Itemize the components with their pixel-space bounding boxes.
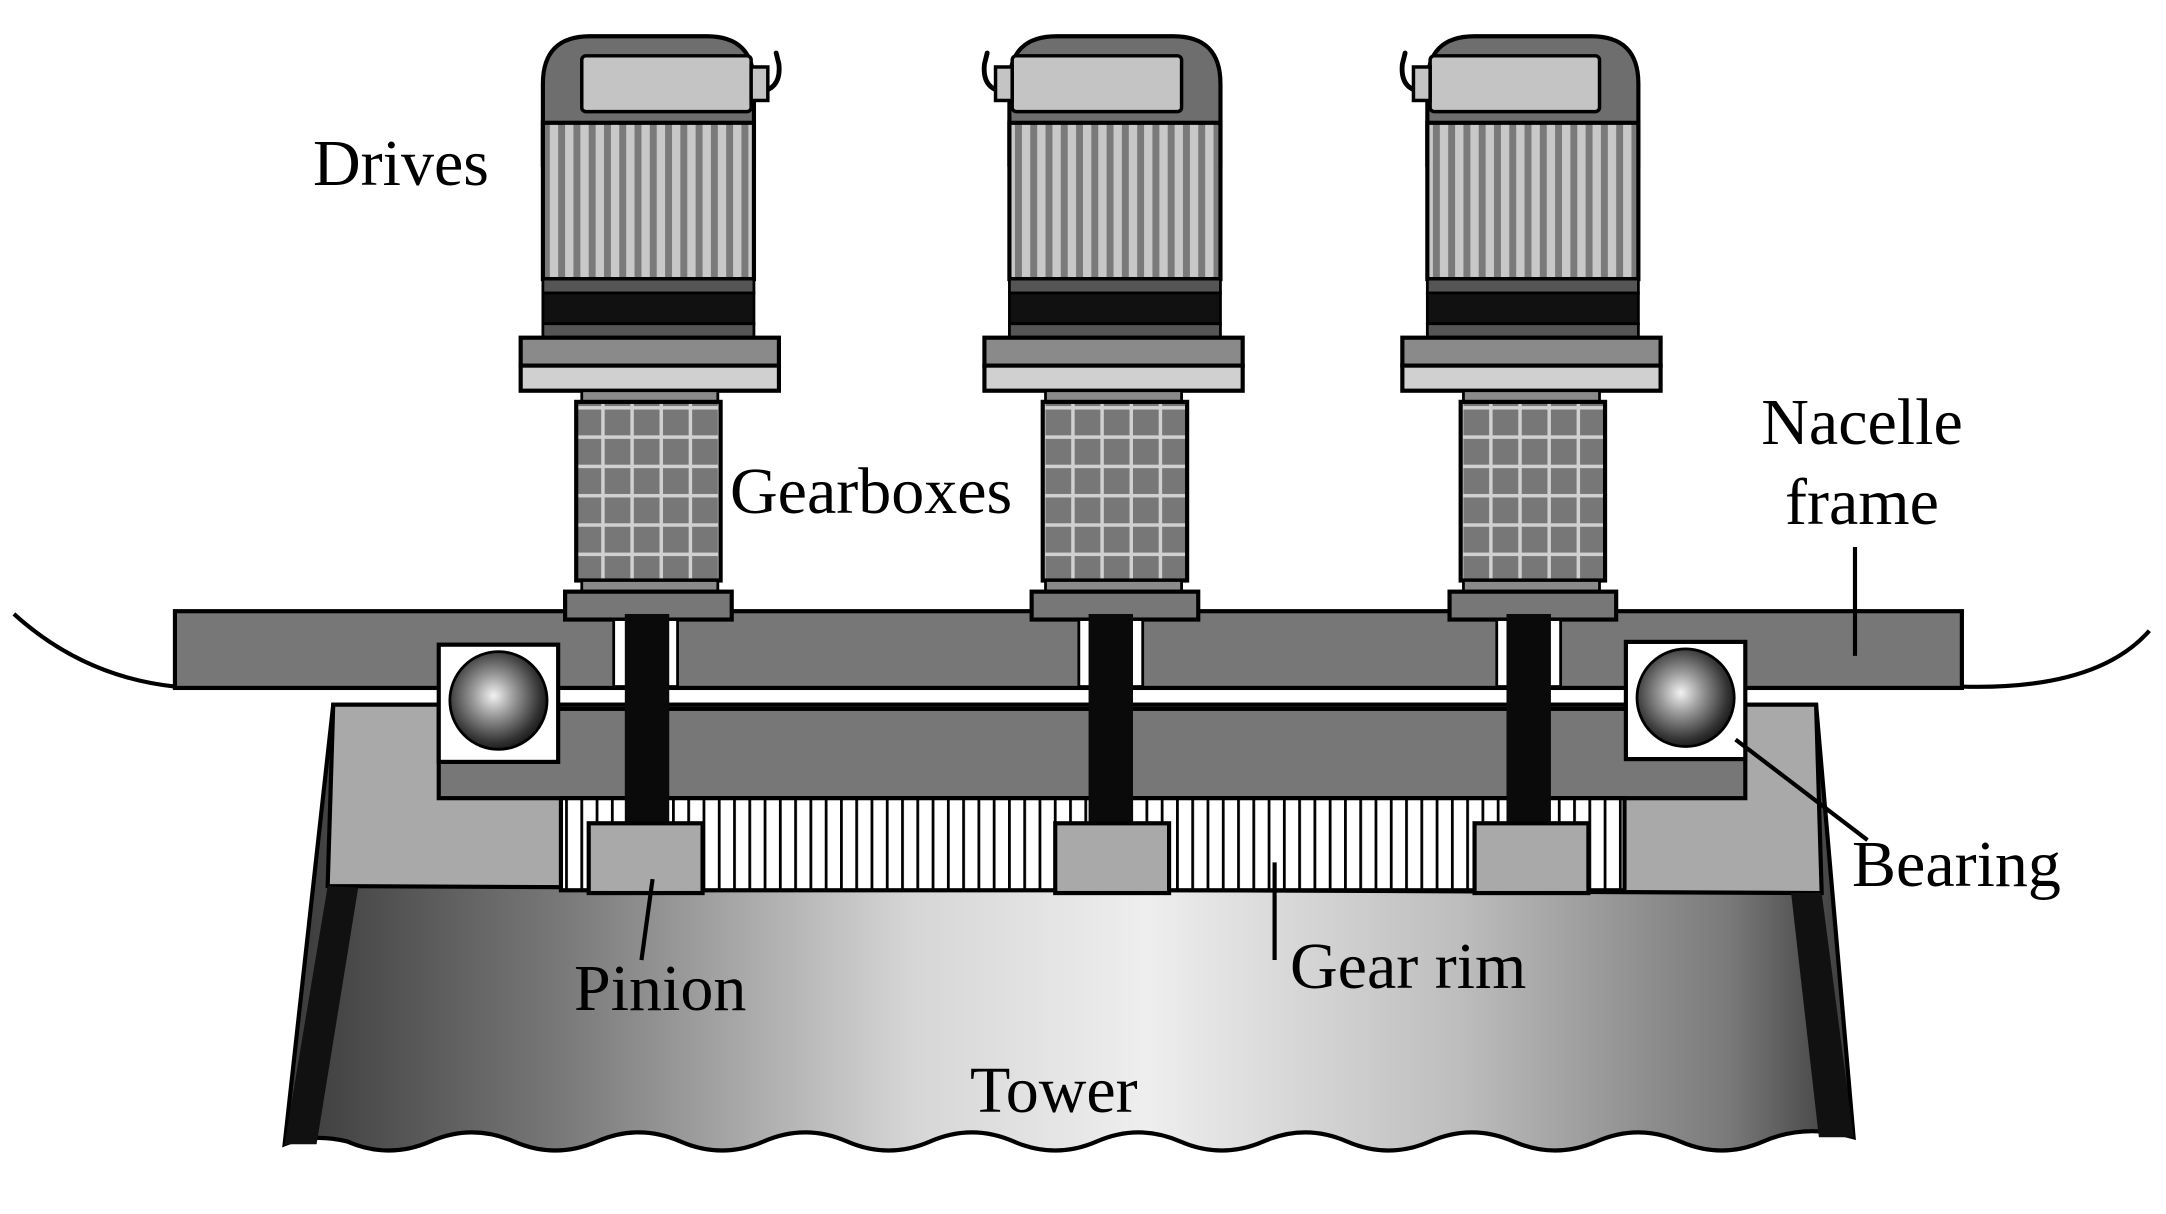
nacelle-left-curve <box>12 612 176 689</box>
pinion-leader <box>639 878 655 961</box>
nacelle-frame-label-line2: frame <box>1785 466 1939 539</box>
shaft-1 <box>612 613 679 827</box>
pinion-1 <box>586 821 705 896</box>
gearboxes-label: Gearboxes <box>730 455 1013 528</box>
drive-unit-3 <box>1402 36 1661 619</box>
nacelle-frame-label-line1: Nacelle <box>1761 386 1963 459</box>
drive-unit-2 <box>984 36 1243 619</box>
shaft-3 <box>1495 613 1563 827</box>
shaft-2 <box>1077 613 1145 827</box>
gear-rim-label: Gear rim <box>1290 930 1527 1003</box>
bearing-right <box>1623 639 1748 762</box>
nacelle-right-curve <box>1960 629 2151 689</box>
bearing-leader <box>1734 737 1869 842</box>
bearing-label: Bearing <box>1852 828 2061 901</box>
pinion-label: Pinion <box>574 952 747 1025</box>
bearing-left <box>436 642 561 764</box>
drives-label: Drives <box>313 127 489 200</box>
pinion-3 <box>1472 821 1591 896</box>
tower-label: Tower <box>970 1054 1138 1127</box>
pinion-2 <box>1053 821 1172 896</box>
drive-unit-1 <box>521 36 780 619</box>
